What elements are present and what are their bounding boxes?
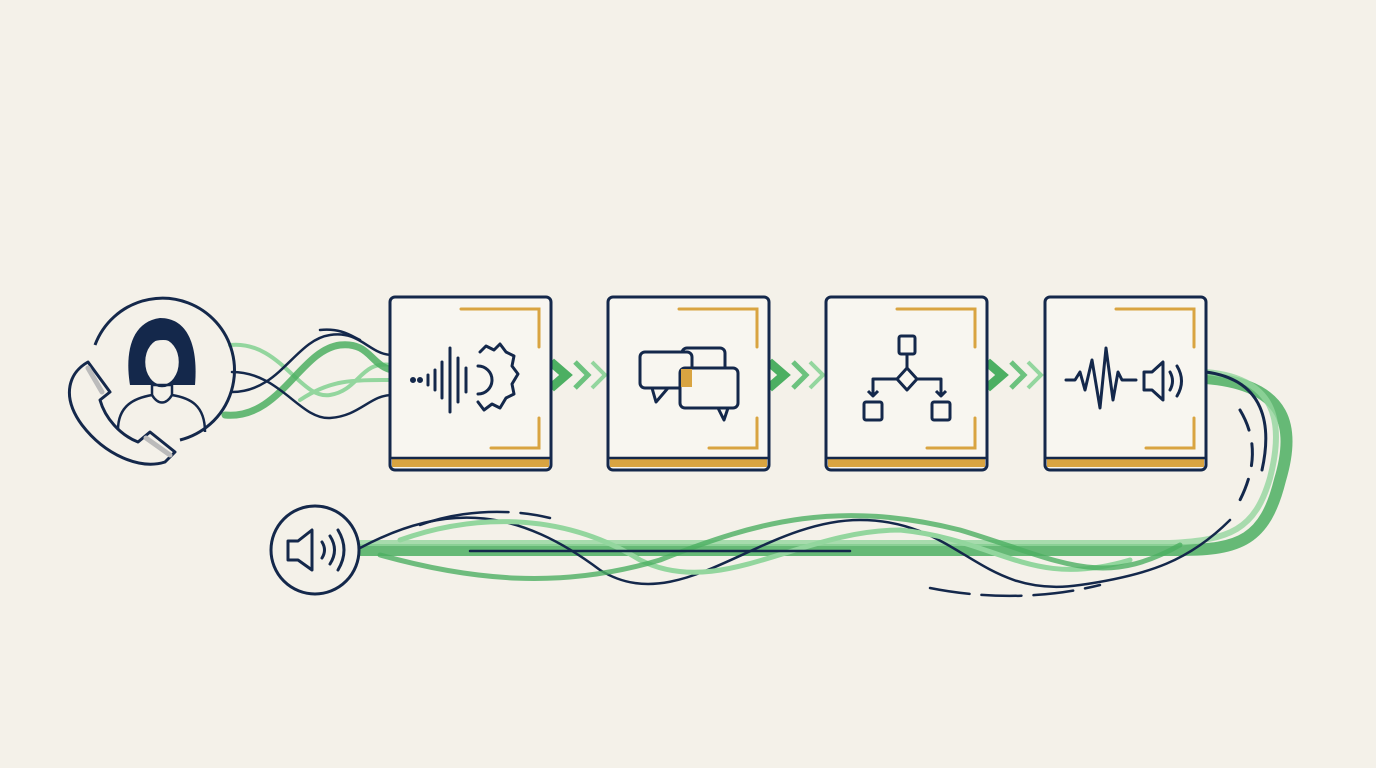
corner-accent — [459, 307, 541, 349]
card-gold-base — [828, 458, 985, 467]
person-icon — [116, 318, 207, 433]
chevron-arrow-icon — [548, 358, 608, 392]
corner-accent — [489, 416, 541, 450]
card-gold-base — [610, 458, 767, 467]
chevron-arrow-icon — [984, 358, 1044, 392]
pipeline-step-card — [388, 295, 553, 472]
phone-handset-icon — [67, 360, 177, 466]
corner-accent — [925, 416, 977, 450]
speech-recognition-gear-icon — [410, 342, 520, 414]
card-frame — [388, 295, 553, 472]
corner-accent — [1114, 307, 1196, 349]
flow-chevrons — [548, 358, 1044, 392]
return-signal-path — [354, 369, 1293, 598]
speaker-output — [269, 504, 361, 596]
corner-accent — [707, 416, 759, 450]
card-frame — [1043, 295, 1208, 472]
speaker-icon — [286, 528, 346, 572]
pipeline-step-card — [1043, 295, 1208, 472]
corner-accent — [895, 307, 977, 349]
card-gold-base — [392, 458, 549, 467]
corner-accent — [1144, 416, 1196, 450]
input-signal-waves — [221, 328, 396, 420]
chat-bubbles-icon — [638, 346, 740, 422]
waveform-speaker-icon — [1064, 346, 1183, 410]
pipeline-step-card — [824, 295, 989, 472]
corner-accent — [677, 307, 759, 349]
card-gold-base — [1047, 458, 1204, 467]
chevron-arrow-icon — [766, 358, 826, 392]
caller-avatar — [67, 296, 236, 466]
decision-flowchart-icon — [862, 334, 952, 422]
card-frame — [824, 295, 989, 472]
